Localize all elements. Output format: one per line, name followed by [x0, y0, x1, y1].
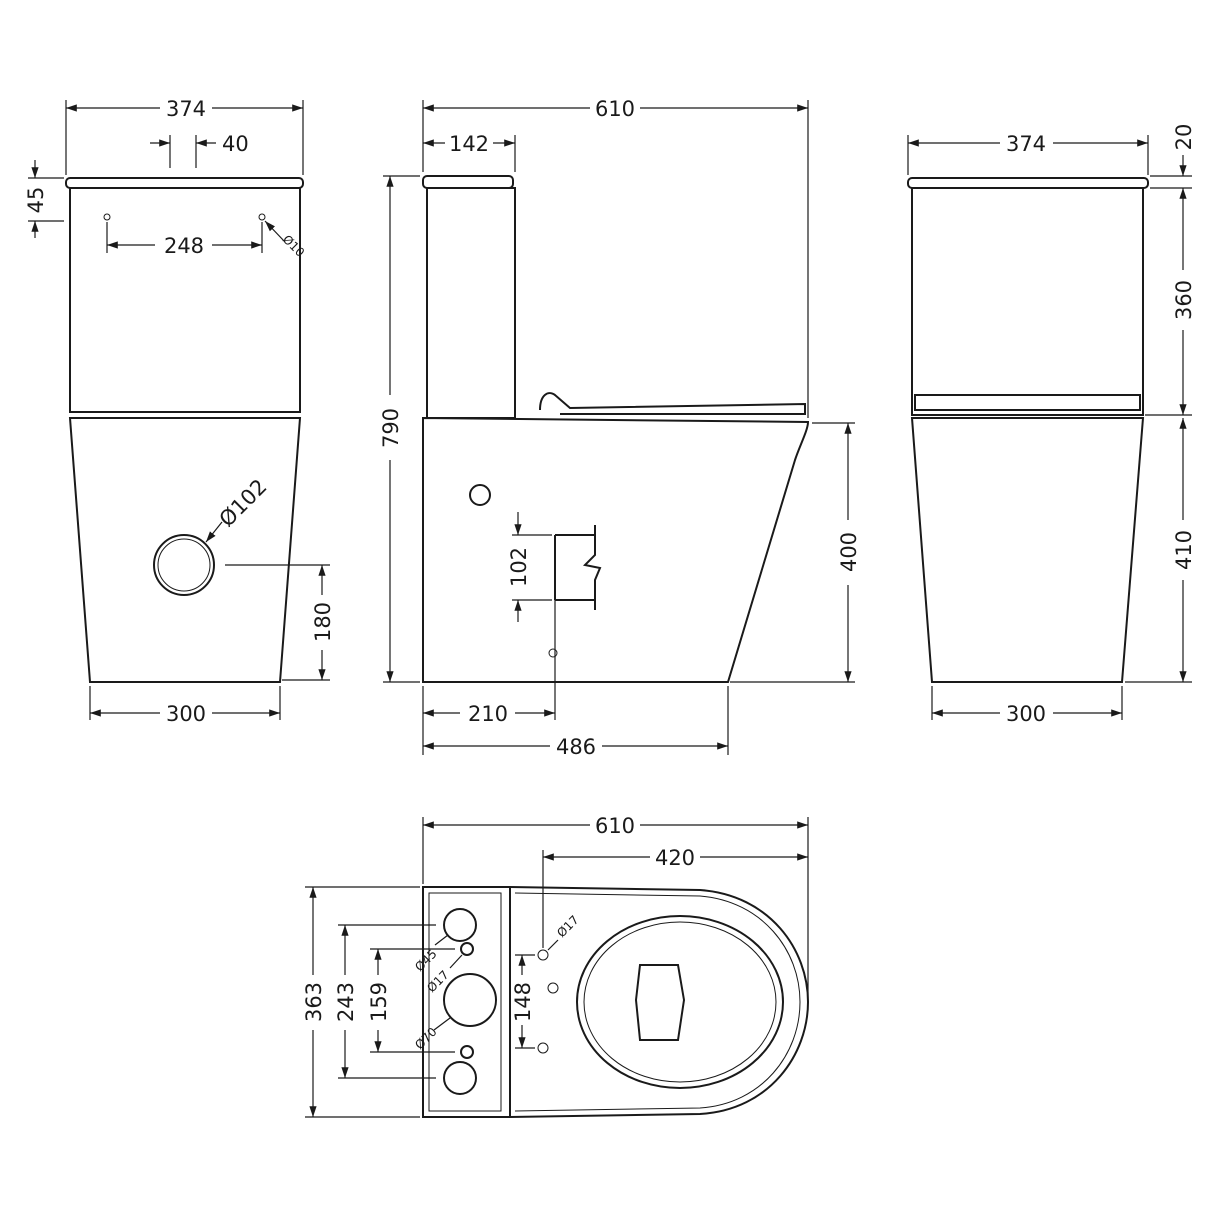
dim-seat-holes: 148	[511, 982, 535, 1022]
dim-outlet-height: 180	[311, 602, 335, 642]
dim-front-width-top: 374	[166, 97, 206, 121]
dim-outlet-size: 102	[507, 547, 531, 587]
front-view: 374 40 45 248 Ø10 Ø102 180 300	[24, 97, 335, 726]
dim-side-depth: 610	[595, 97, 635, 121]
dim-plan-depth: 610	[595, 814, 635, 838]
label-hole-dia: Ø10	[280, 232, 307, 259]
dim-rear-pan-height: 410	[1172, 530, 1196, 570]
dim-rear-lid-height: 20	[1172, 124, 1196, 151]
dim-lid-height: 45	[24, 187, 48, 214]
dim-total-height: 790	[379, 408, 403, 448]
dim-tank-depth: 142	[449, 132, 489, 156]
plan-view: 610 420 363 243 159 148 Ø45 Ø17 Ø70 Ø17	[302, 814, 810, 1118]
label-dia-17b: Ø17	[554, 913, 581, 940]
dim-rear-tank-height: 360	[1172, 280, 1196, 320]
dim-pan-height: 400	[837, 532, 861, 572]
dim-flush-button: 40	[222, 132, 249, 156]
dim-outlet-setback: 210	[468, 702, 508, 726]
label-outlet-dia: Ø102	[215, 475, 272, 532]
dim-outer-holes: 243	[334, 982, 358, 1022]
dim-plan-width: 363	[302, 982, 326, 1022]
rear-view: 374 20 360 410 300	[907, 124, 1196, 726]
dim-front-width-base: 300	[166, 702, 206, 726]
dim-pan-depth: 486	[556, 735, 596, 759]
label-dia-17a: Ø17	[424, 968, 451, 995]
dim-rear-width-top: 374	[1006, 132, 1046, 156]
dim-hole-spacing: 248	[164, 234, 204, 258]
dim-seat-depth: 420	[655, 846, 695, 870]
side-view: 610 142 790 400 102 210 486	[379, 97, 861, 759]
label-dia-45: Ø45	[412, 947, 439, 974]
dim-rear-width-base: 300	[1006, 702, 1046, 726]
dim-inner-holes: 159	[367, 982, 391, 1022]
